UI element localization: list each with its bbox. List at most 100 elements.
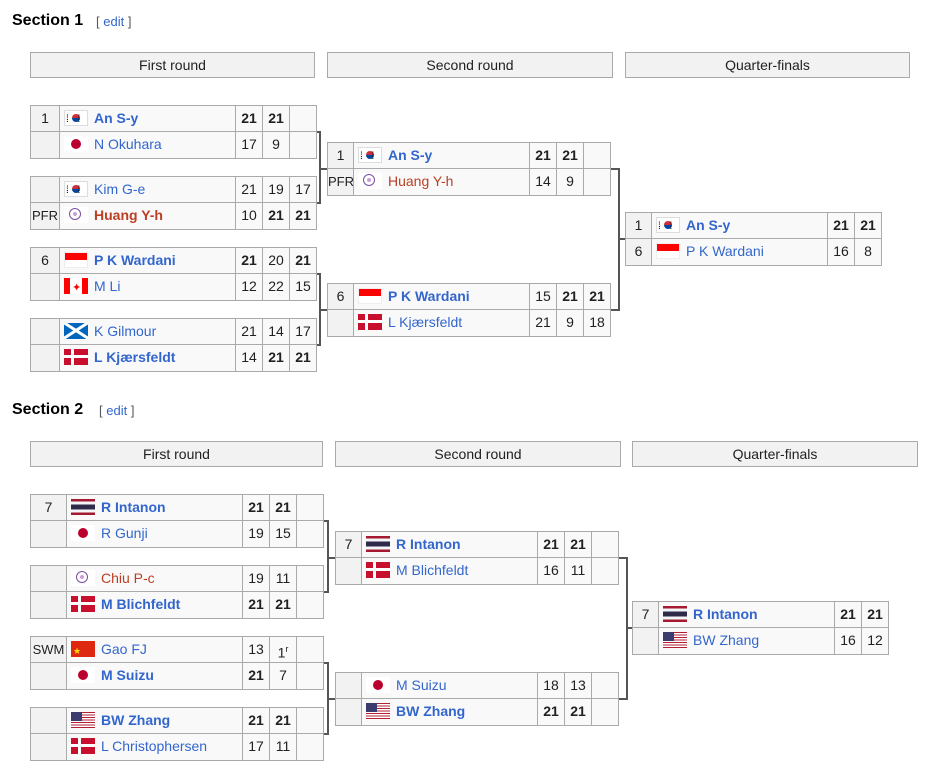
player-name-link[interactable]: R Intanon (693, 606, 758, 622)
score-value: 21 (589, 288, 605, 304)
score-cell (591, 699, 619, 726)
team-cell: M Li (59, 274, 236, 301)
score-cell: 13 (242, 636, 270, 663)
score-cell (583, 142, 611, 169)
player-name-link[interactable]: M Blichfeldt (101, 596, 181, 612)
kr-flag-icon (656, 214, 680, 238)
score-value: 21 (295, 349, 311, 365)
player-name-link[interactable]: An S-y (686, 217, 731, 233)
team-cell: Chiu P-c (66, 565, 243, 592)
score-value: 21 (268, 349, 284, 365)
score-cell: 9 (556, 169, 584, 196)
round-header: First round (30, 52, 315, 78)
score-cell (583, 169, 611, 196)
player-name-link[interactable]: Huang Y-h (388, 173, 454, 189)
score-cell (289, 132, 317, 159)
seed-cell (30, 132, 60, 159)
bracket-line (327, 557, 335, 559)
seed-cell (632, 628, 659, 655)
team-cell: M Suizu (66, 663, 243, 690)
score-value: 10 (241, 207, 257, 223)
player-name-link[interactable]: K Gilmour (94, 323, 157, 339)
seed-cell (30, 318, 60, 345)
score-value: 21 (562, 147, 578, 163)
score-value: 21 (248, 596, 264, 612)
player-name-link[interactable]: P K Wardani (94, 252, 176, 268)
player-name-link[interactable]: M Suizu (396, 677, 447, 693)
seed-cell: 7 (632, 601, 659, 628)
score-cell: 9 (262, 132, 290, 159)
score-value: 21 (275, 499, 291, 515)
id-flag-icon (64, 252, 88, 268)
score-value: 17 (295, 323, 311, 339)
player-name-link[interactable]: L Kjærsfeldt (94, 349, 176, 365)
team-cell: K Gilmour (59, 318, 236, 345)
player-name-link[interactable]: Kim G-e (94, 181, 146, 197)
score-value: 22 (268, 278, 284, 294)
player-name-link[interactable]: M Suizu (101, 667, 154, 683)
player-name-link[interactable]: N Okuhara (94, 136, 162, 152)
team-cell: An S-y (651, 212, 828, 239)
bracket-line (319, 131, 321, 204)
score-cell: 12 (235, 274, 263, 301)
player-name-link[interactable]: BW Zhang (101, 712, 171, 728)
score-value: 19 (248, 570, 264, 586)
bracket-line (317, 131, 319, 133)
round-header: First round (30, 441, 323, 467)
edit-link[interactable]: edit (106, 403, 128, 418)
team-cell: R Intanon (361, 531, 538, 558)
id-flag-icon (656, 243, 680, 259)
score-value: 18 (543, 677, 559, 693)
player-name-link[interactable]: An S-y (94, 110, 139, 126)
jp-flag-icon (71, 667, 95, 683)
player-name-link[interactable]: L Kjærsfeldt (388, 314, 463, 330)
player-name-link[interactable]: R Gunji (101, 525, 148, 541)
team-cell: M Blichfeldt (66, 592, 243, 619)
dk-flag-icon (358, 314, 382, 330)
score-cell: 11 (269, 565, 297, 592)
score-value: 21 (248, 499, 264, 515)
score-cell: 17 (289, 318, 317, 345)
player-name-link[interactable]: Chiu P-c (101, 570, 155, 586)
score-cell: 21 (583, 283, 611, 310)
score-cell: 14 (262, 318, 290, 345)
score-cell: 21 (235, 105, 263, 132)
score-cell: 21 (861, 601, 889, 628)
score-cell: 21 (564, 699, 592, 726)
score-cell: 21 (269, 592, 297, 619)
seed-cell: 6 (625, 239, 652, 266)
seed-cell: 6 (327, 283, 354, 310)
score-value: 17 (295, 181, 311, 197)
player-name-link[interactable]: Huang Y-h (94, 207, 163, 223)
score-value: 16 (833, 243, 849, 259)
player-name-link[interactable]: An S-y (388, 147, 433, 163)
player-name-link[interactable]: L Christophersen (101, 738, 208, 754)
seed-cell: PFR (30, 203, 60, 230)
player-name-link[interactable]: BW Zhang (396, 703, 466, 719)
dk-flag-icon (71, 596, 95, 612)
seed-cell: 1 (30, 105, 60, 132)
score-cell: 15 (289, 274, 317, 301)
score-cell: 21 (537, 531, 565, 558)
section-title: Section 2 (12, 401, 84, 418)
seed-cell (30, 592, 67, 619)
edit-link[interactable]: edit (103, 14, 125, 29)
team-cell: R Intanon (658, 601, 835, 628)
player-name-link[interactable]: BW Zhang (693, 632, 760, 648)
round-header: Quarter-finals (625, 52, 910, 78)
score-value: 9 (272, 136, 280, 152)
player-name-link[interactable]: P K Wardani (686, 243, 764, 259)
score-value: 16 (840, 632, 856, 648)
score-cell: 21 (537, 699, 565, 726)
player-name-link[interactable]: M Blichfeldt (396, 562, 469, 578)
edit-link-wrap: [ edit ] (96, 14, 132, 29)
player-name-link[interactable]: R Intanon (101, 499, 166, 515)
player-name-link[interactable]: Gao FJ (101, 641, 147, 657)
score-cell (296, 663, 324, 690)
player-name-link[interactable]: M Li (94, 278, 121, 294)
retired-mark: r (285, 644, 289, 654)
team-cell: P K Wardani (353, 283, 530, 310)
player-name-link[interactable]: P K Wardani (388, 288, 470, 304)
seed-cell (335, 699, 362, 726)
player-name-link[interactable]: R Intanon (396, 536, 461, 552)
